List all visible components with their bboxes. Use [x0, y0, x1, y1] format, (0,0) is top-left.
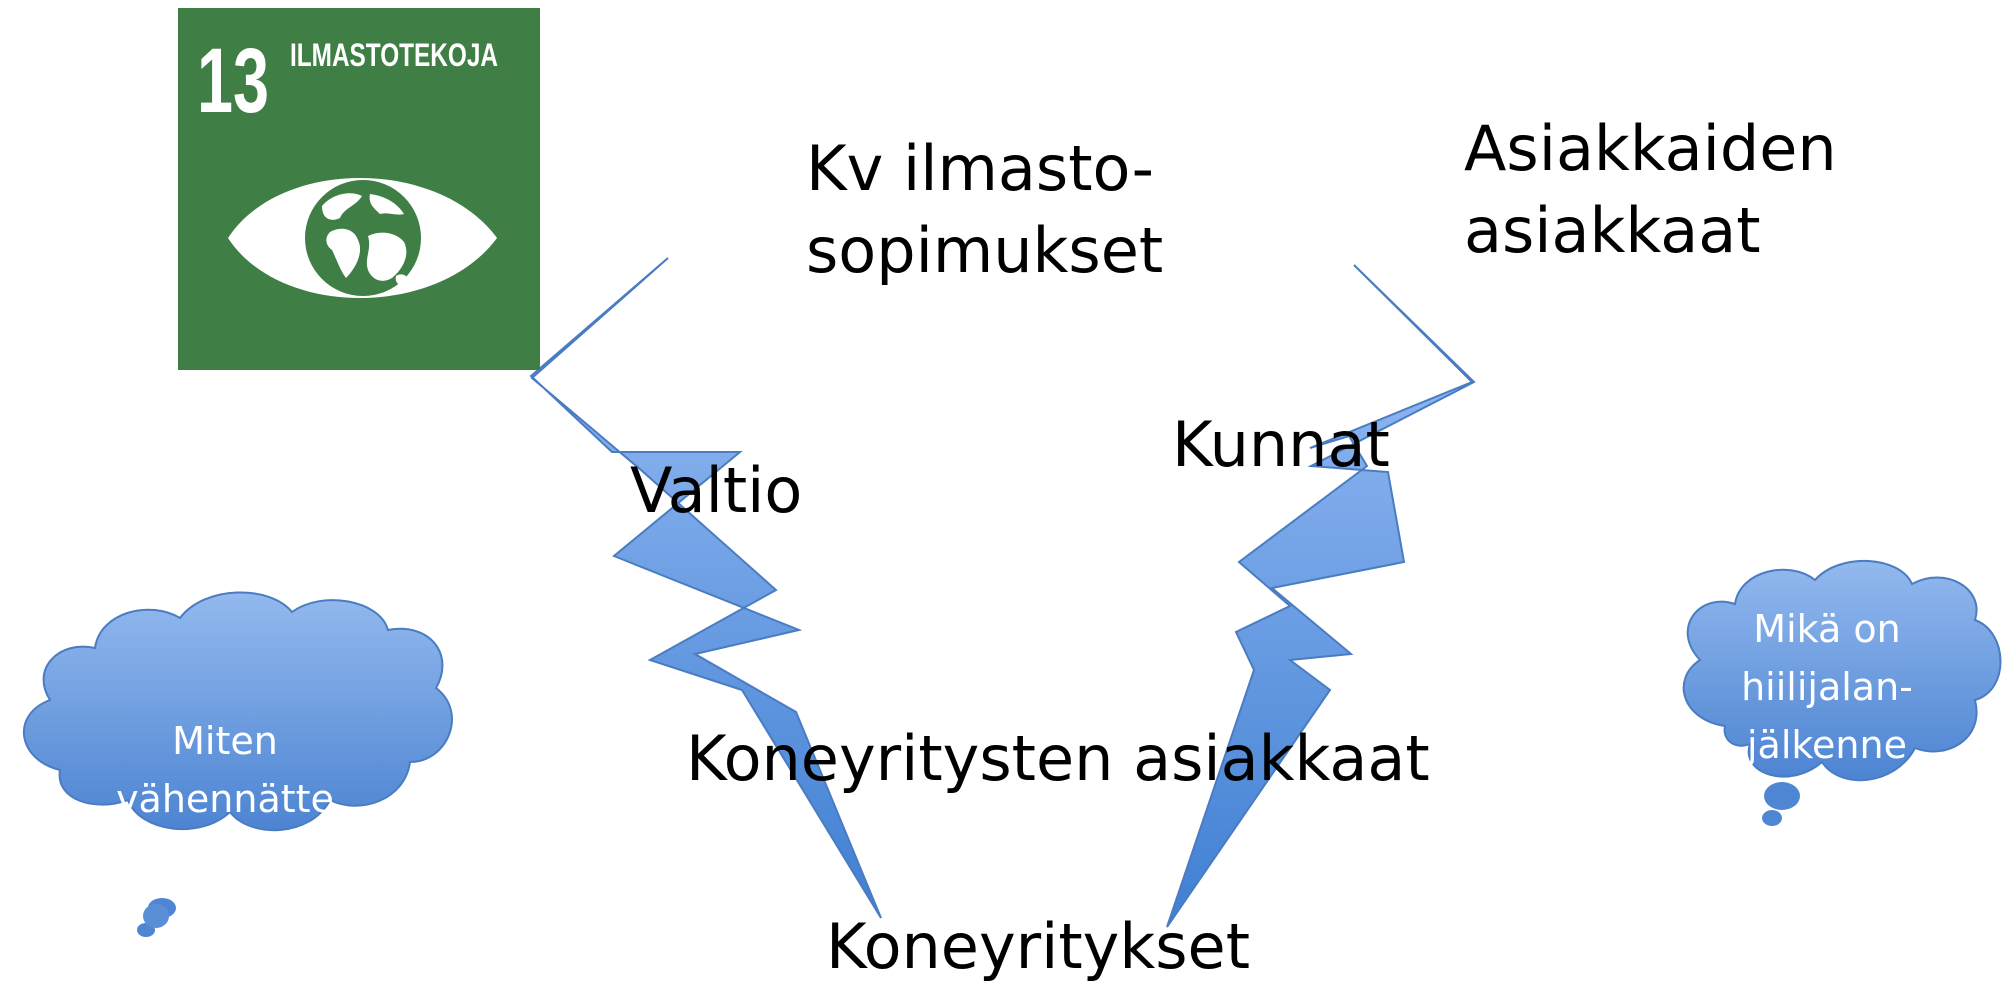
- right-cloud-line3: jälkenne: [1747, 723, 1907, 767]
- left-cloud-line3: päästöjä?: [133, 835, 317, 879]
- sdg-number: 13: [197, 30, 269, 132]
- label-valtio: Valtio: [630, 454, 803, 527]
- left-cloud-line2: vähennätte: [116, 777, 334, 821]
- label-koneyritysten-asiakkaat: Koneyritysten asiakkaat: [686, 722, 1430, 795]
- label-kv-line1: Kv ilmasto-: [806, 132, 1154, 205]
- label-koneyritykset: Koneyritykset: [826, 910, 1251, 983]
- globe-icon: [322, 193, 409, 286]
- right-lightning-bolt: [1166, 264, 1476, 928]
- left-cloud-line1: Miten: [172, 719, 278, 763]
- right-cloud-line1: Mikä on: [1753, 607, 1901, 651]
- right-cloud-text: Mikä on hiilijalan- jälkenne: [1697, 600, 1957, 774]
- label-asiakkaiden-asiakkaat: Asiakkaiden asiakkaat: [1464, 108, 1837, 272]
- sdg-title: ILMASTOTEKOJA: [290, 37, 498, 73]
- right-thought-cloud: [1682, 560, 2002, 826]
- left-cloud-text: Miten vähennätte päästöjä?: [75, 712, 375, 886]
- left-thought-cloud: [22, 591, 453, 937]
- right-cloud-line2: hiilijalan-: [1741, 665, 1913, 709]
- label-kv-ilmastosopimukset: Kv ilmasto- sopimukset: [806, 128, 1163, 292]
- label-kv-line2: sopimukset: [806, 214, 1164, 287]
- label-asiakkaiden-line2: asiakkaat: [1464, 194, 1761, 267]
- label-kunnat: Kunnat: [1172, 408, 1390, 481]
- label-asiakkaiden-line1: Asiakkaiden: [1464, 112, 1837, 185]
- sdg-13-badge: 13 ILMASTOTEKOJA: [178, 8, 540, 370]
- left-lightning-bolt: [529, 257, 882, 919]
